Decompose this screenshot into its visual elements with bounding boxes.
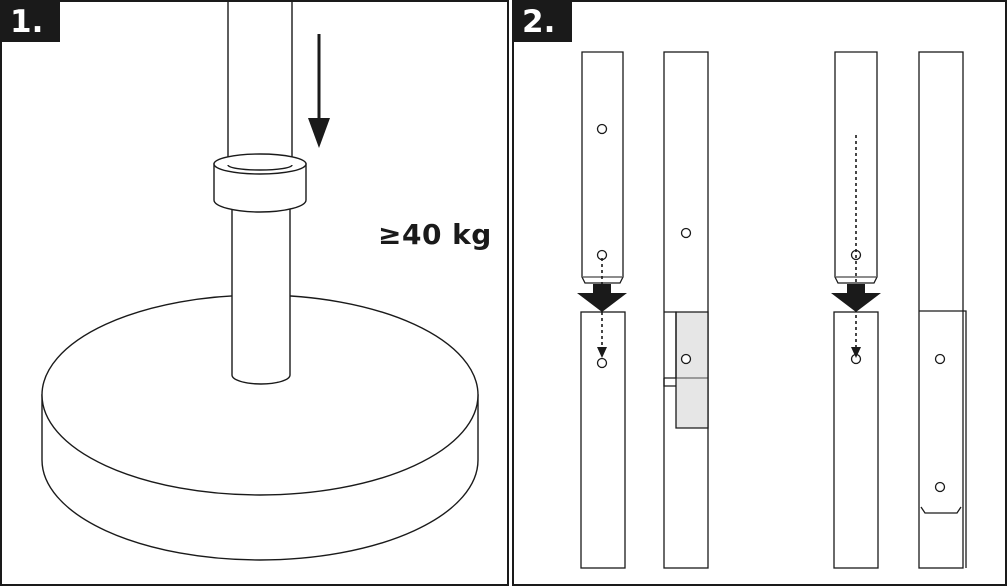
pole-a-lower-hole	[596, 357, 608, 369]
step-1-illustration	[41, 2, 479, 561]
pole-a-guide-arrowhead	[597, 347, 607, 358]
pole-a-upper-hole-1	[596, 123, 608, 135]
pole-a-joined-sleeve	[675, 311, 709, 429]
pole-a-joined-hole-1	[680, 227, 692, 239]
pole-b-joined-hole-1	[934, 353, 946, 365]
step-2-panel: 2.	[512, 0, 1007, 586]
step-1-panel: 1. ≥40 kg	[0, 0, 509, 586]
pole-b-insert-arrow	[831, 284, 881, 312]
pole-b-guide-arrowhead	[851, 347, 861, 358]
step-2-number: 2.	[522, 4, 556, 40]
pole-b-joined-inner-end	[920, 506, 962, 514]
pole-collar	[213, 163, 307, 213]
pole-b-lower	[833, 311, 879, 569]
insert-direction-arrow	[308, 34, 330, 148]
lower-pole	[231, 207, 291, 385]
pole-a-joined-body	[663, 51, 709, 569]
pole-pair-a-joined	[663, 51, 709, 569]
step-2-illustration	[577, 51, 967, 569]
pole-b-joined-hole-2	[934, 481, 946, 493]
pole-a-joined-hole-2	[680, 353, 692, 365]
pole-a-insert-arrow	[577, 284, 627, 312]
step-1-badge: 1.	[2, 2, 60, 42]
step-2-badge: 2.	[514, 2, 572, 42]
pole-pair-b-joined	[918, 51, 967, 569]
step-1-number: 1.	[10, 4, 44, 40]
upper-pole	[227, 2, 293, 178]
pole-collar-top	[213, 153, 307, 175]
pole-a-upper	[581, 51, 624, 284]
minimum-weight-label: ≥40 kg	[378, 218, 492, 251]
